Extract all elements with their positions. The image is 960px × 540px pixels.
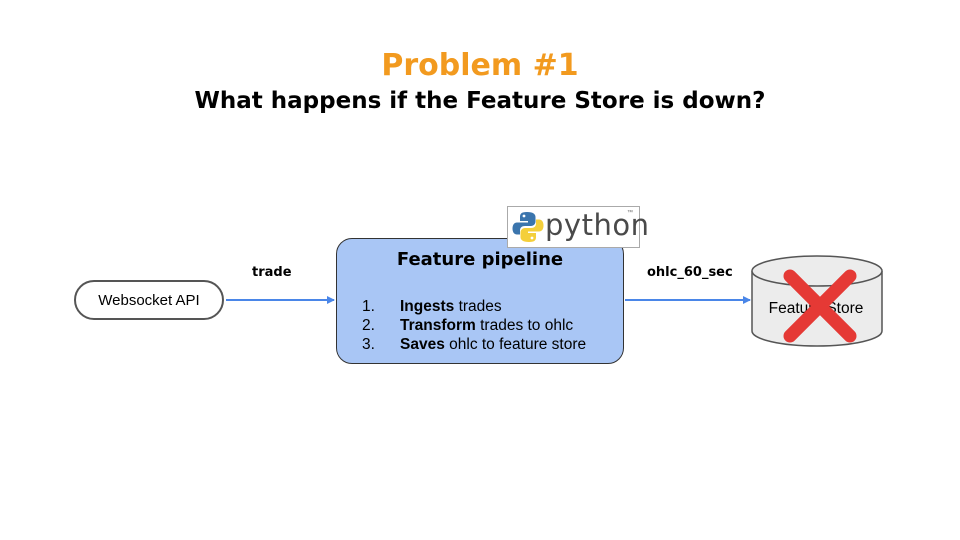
pipeline-step: 2. Transform trades to ohlc [362, 316, 586, 335]
step-verb: Ingests [400, 298, 455, 315]
pipeline-step: 1. Ingests trades [362, 297, 586, 316]
edge-label-trade: trade [252, 265, 292, 280]
python-wordmark: python [545, 208, 650, 242]
step-number: 1. [362, 298, 375, 315]
python-icon [512, 212, 544, 242]
python-logo: python ™ [507, 206, 649, 248]
feature-pipeline-box: Feature pipeline 1. Ingests trades 2. Tran… [336, 238, 624, 364]
step-verb: Transform [400, 317, 476, 334]
websocket-api-node: Websocket API [74, 280, 224, 320]
pipeline-steps: 1. Ingests trades 2. Transform trades to o… [362, 297, 586, 354]
pipeline-title: Feature pipeline [396, 249, 564, 270]
page-title: Problem #1 [381, 48, 579, 83]
pipeline-step: 3. Saves ohlc to feature store [362, 335, 586, 354]
edge-label-ohlc: ohlc_60_sec [647, 265, 733, 280]
step-text: trades [454, 298, 502, 315]
step-number: 2. [362, 317, 375, 334]
page-subtitle: What happens if the Feature Store is dow… [194, 88, 766, 114]
step-verb: Saves [400, 336, 445, 353]
step-text: ohlc to feature store [444, 336, 587, 353]
red-x-icon [783, 269, 857, 343]
trademark-mark: ™ [627, 210, 633, 216]
step-text: trades to ohlc [475, 317, 574, 334]
step-number: 3. [362, 336, 375, 353]
